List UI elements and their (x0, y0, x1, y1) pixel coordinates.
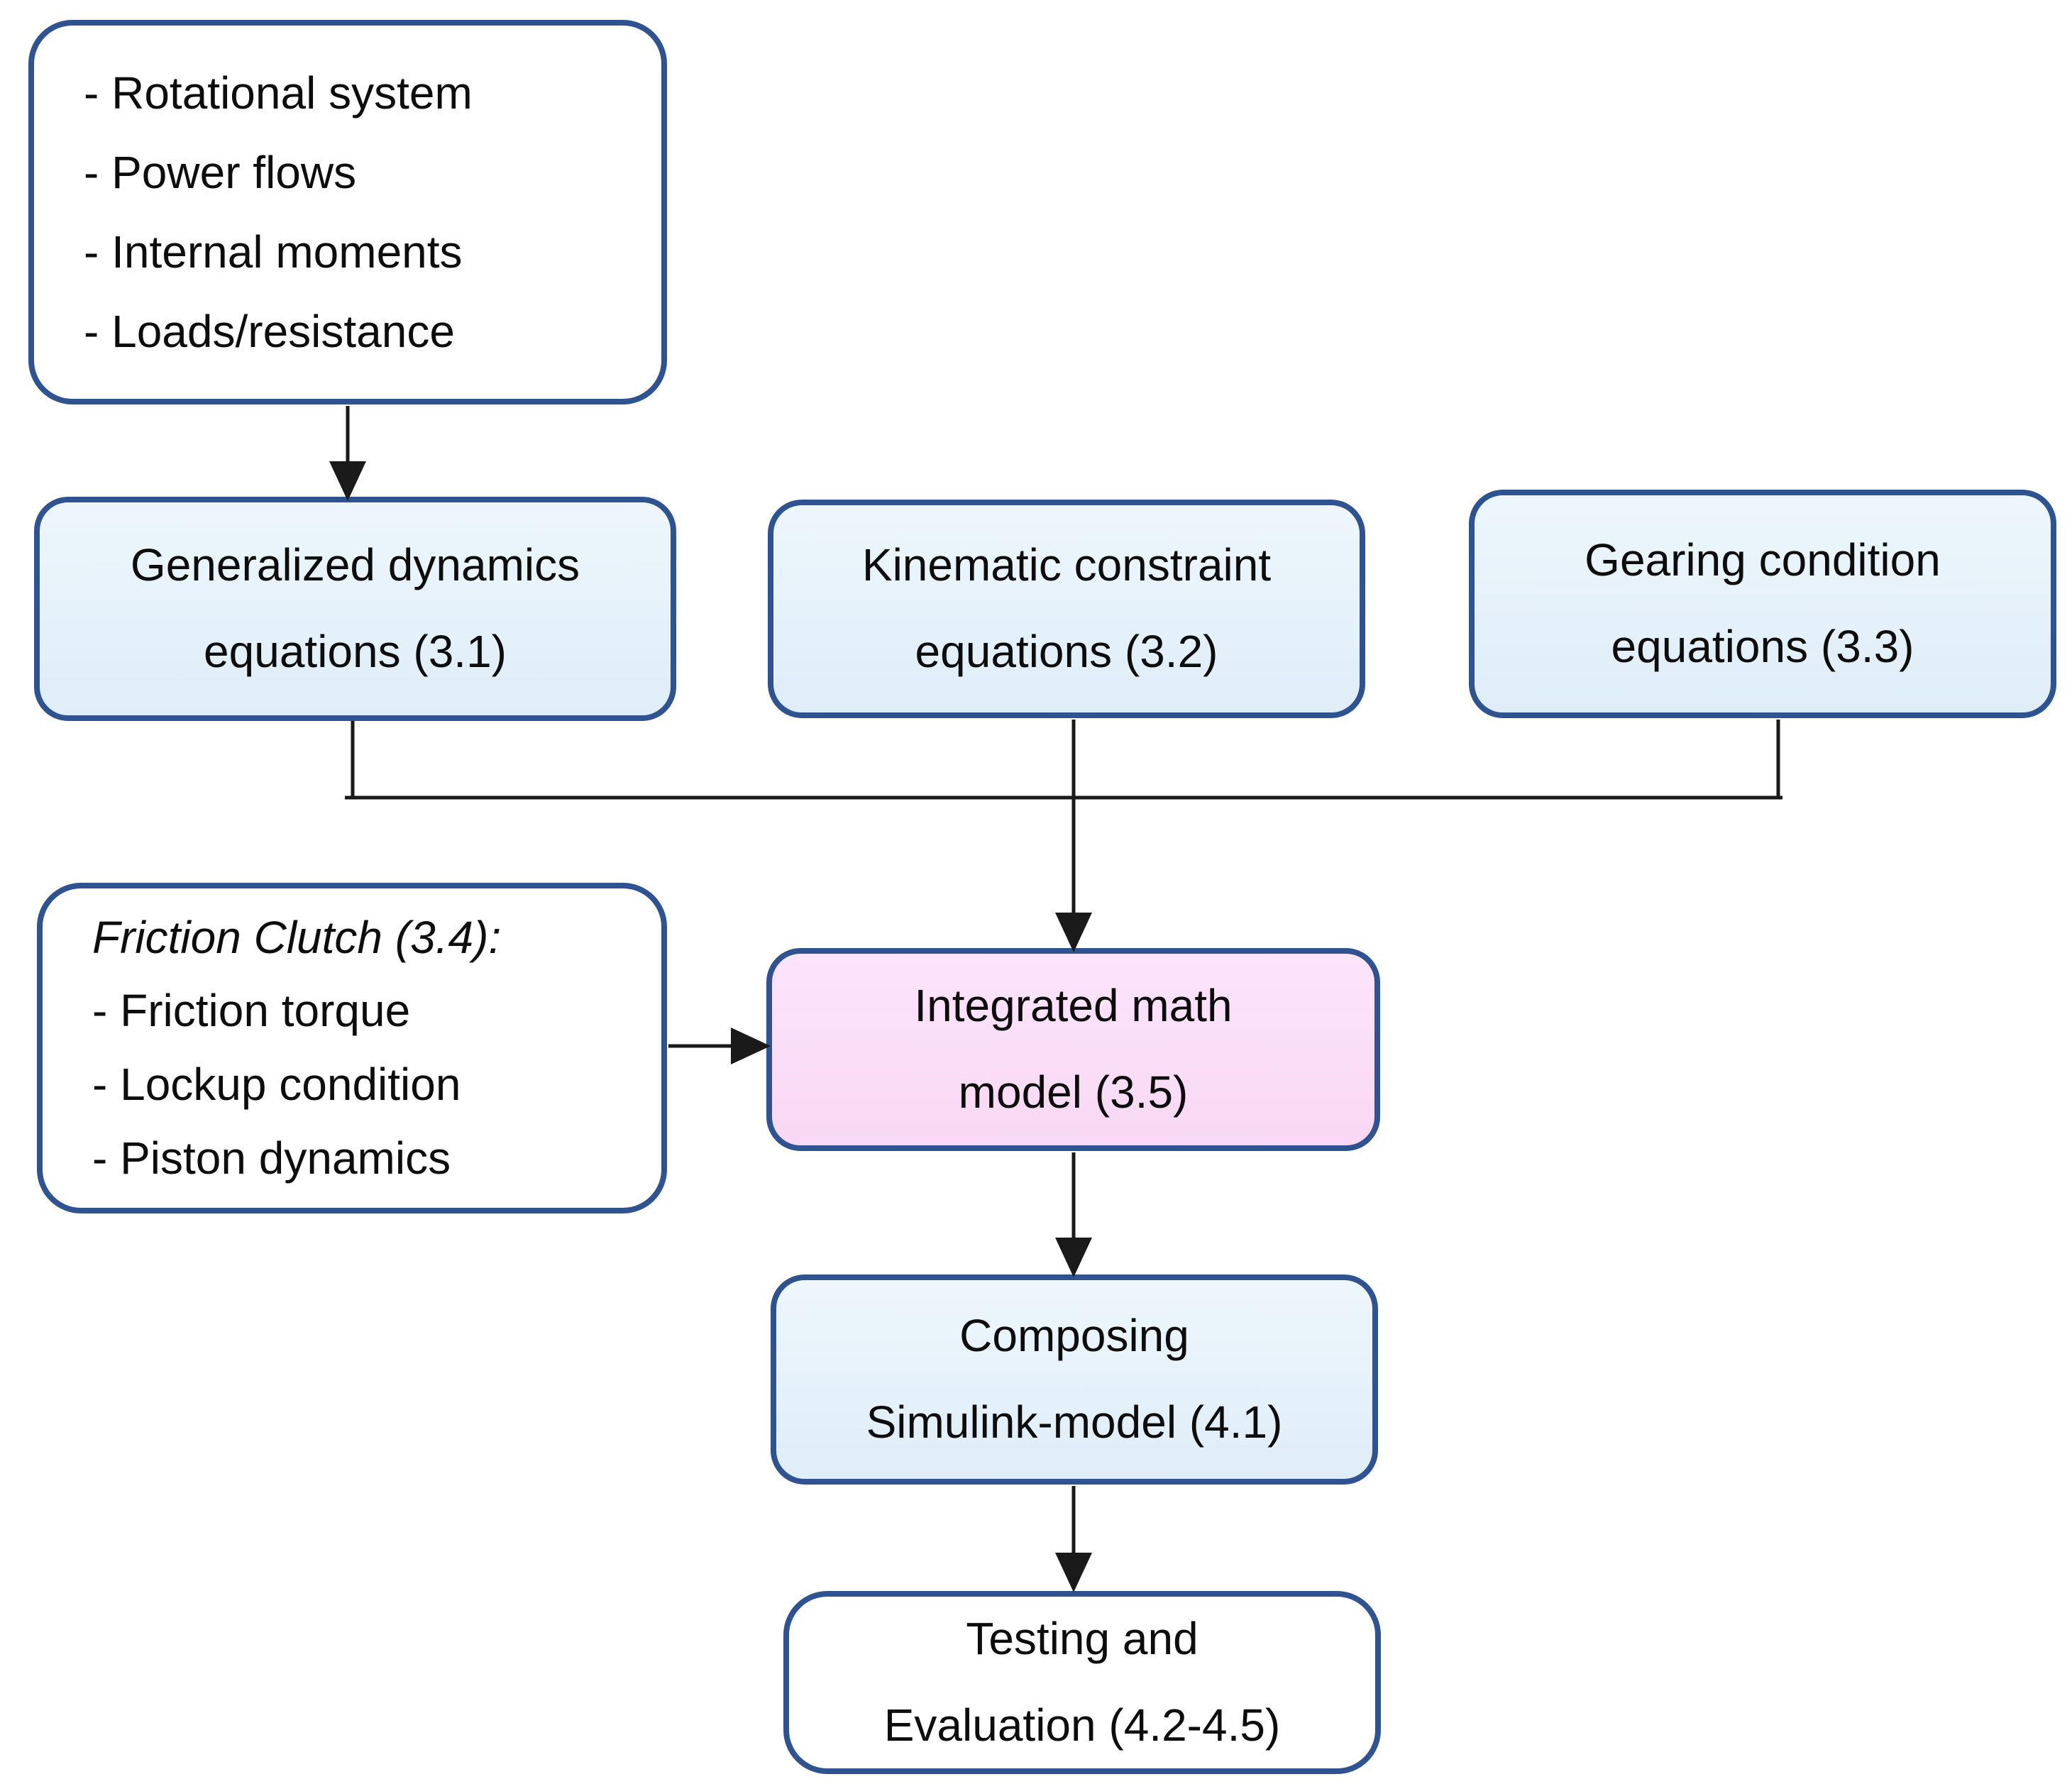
box-line: Integrated math (914, 980, 1233, 1032)
box-line: Simulink-model (4.1) (866, 1397, 1283, 1448)
box-friction-clutch: Friction Clutch (3.4): - Friction torque… (37, 883, 667, 1213)
arrow-inputs-to-generalized (329, 406, 366, 501)
box-line: - Internal moments (84, 226, 463, 277)
box-line: - Friction torque (92, 985, 411, 1037)
arrow-merge-to-integrated-math (1055, 720, 1092, 952)
box-line: model (3.5) (958, 1067, 1189, 1118)
box-line: Gearing condition (1585, 534, 1941, 586)
box-composing-simulink: Composing Simulink-model (4.1) (771, 1274, 1378, 1485)
box-integrated-math-model: Integrated math model (3.5) (766, 948, 1380, 1151)
box-system-inputs: - Rotational system - Power flows - Inte… (28, 20, 667, 404)
box-line: equations (3.1) (204, 626, 507, 677)
box-gearing-condition: Gearing condition equations (3.3) (1469, 490, 2056, 718)
box-testing-evaluation: Testing and Evaluation (4.2-4.5) (783, 1591, 1381, 1774)
arrow-friction-to-integrated-math (668, 1028, 771, 1064)
box-line: Testing and (966, 1613, 1198, 1665)
box-line: Kinematic constraint (861, 539, 1272, 591)
box-line: Generalized dynamics (130, 539, 580, 591)
box-line: Composing (959, 1310, 1189, 1362)
arrow-composing-to-testing (1055, 1486, 1092, 1592)
box-line: Evaluation (4.2-4.5) (883, 1700, 1281, 1751)
connector-merge-line (345, 720, 1782, 800)
box-generalized-dynamics: Generalized dynamics equations (3.1) (34, 497, 676, 721)
box-line: - Piston dynamics (92, 1132, 451, 1184)
box-title: Friction Clutch (3.4): (92, 911, 502, 963)
box-line: - Rotational system (84, 67, 473, 119)
arrow-integrated-to-composing (1055, 1152, 1092, 1277)
box-line: equations (3.2) (915, 626, 1218, 677)
box-kinematic-constraint: Kinematic constraint equations (3.2) (768, 500, 1365, 718)
box-line: equations (3.3) (1611, 621, 1914, 672)
box-line: - Lockup condition (92, 1059, 461, 1110)
box-line: - Loads/resistance (84, 306, 455, 357)
box-line: - Power flows (84, 147, 357, 198)
